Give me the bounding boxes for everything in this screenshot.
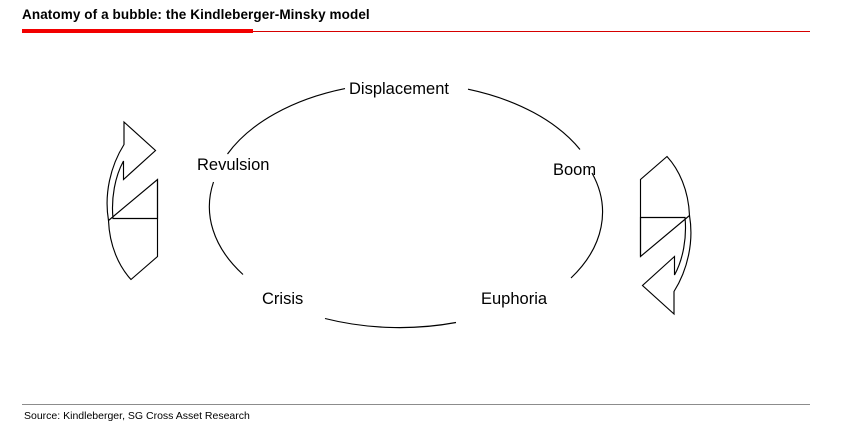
node-label-crisis: Crisis bbox=[262, 290, 303, 308]
arc-boom-to-euphoria bbox=[570, 172, 604, 279]
right-cycle-arrow-icon bbox=[639, 214, 692, 316]
right-cycle-arrow-body bbox=[639, 155, 691, 257]
left-cycle-arrow-body bbox=[107, 179, 159, 281]
bubble-cycle-diagram: Displacement Boom Euphoria Crisis Revuls… bbox=[0, 38, 842, 398]
title-underline-accent bbox=[22, 29, 253, 33]
node-label-boom: Boom bbox=[553, 161, 596, 179]
footer-divider bbox=[22, 404, 810, 405]
node-label-euphoria: Euphoria bbox=[481, 290, 548, 308]
arc-crisis-to-revulsion bbox=[208, 181, 244, 275]
arc-revulsion-to-displacement bbox=[227, 88, 346, 155]
page-title: Anatomy of a bubble: the Kindleberger-Mi… bbox=[22, 7, 370, 22]
node-label-displacement: Displacement bbox=[349, 80, 449, 98]
title-underline-thin bbox=[22, 31, 810, 32]
arc-euphoria-to-crisis bbox=[324, 317, 457, 329]
source-note: Source: Kindleberger, SG Cross Asset Res… bbox=[24, 410, 250, 422]
left-cycle-arrow-icon bbox=[106, 120, 159, 222]
node-label-revulsion: Revulsion bbox=[197, 156, 269, 174]
arc-displacement-to-boom bbox=[467, 88, 581, 150]
